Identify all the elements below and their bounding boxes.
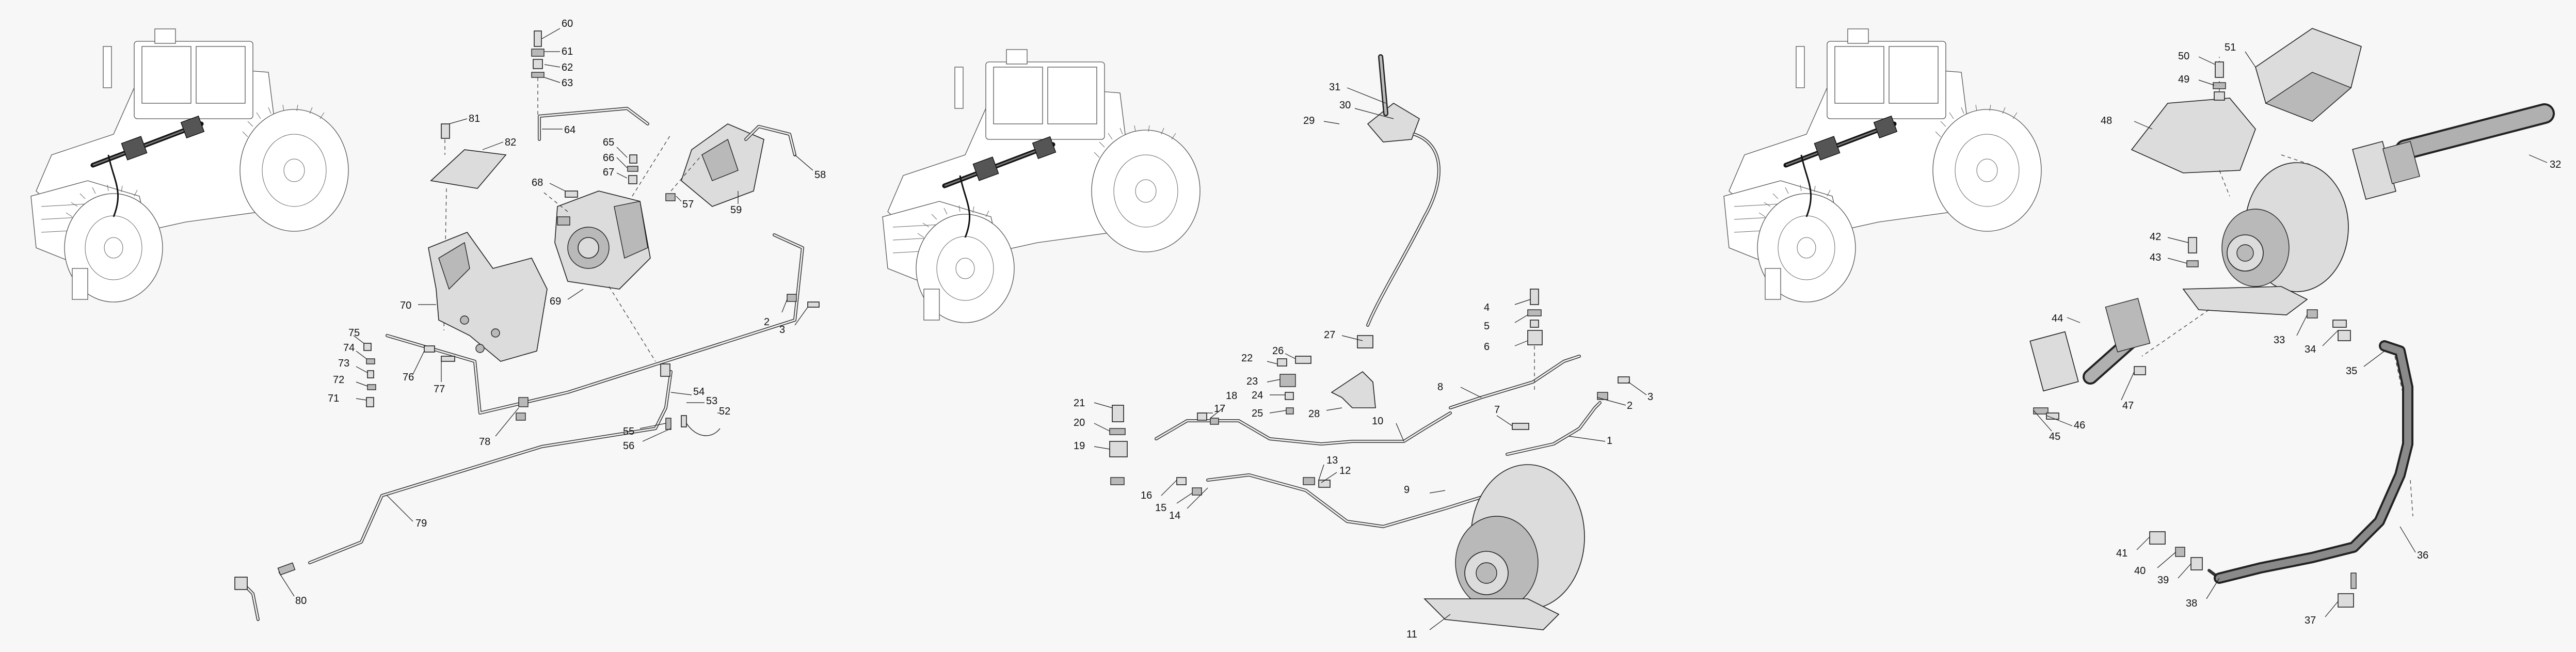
- callout-56: 56: [623, 440, 634, 452]
- callout-13: 13: [1326, 455, 1338, 466]
- callout-16: 16: [1141, 490, 1152, 501]
- callout-39: 39: [2157, 575, 2169, 586]
- callout-21: 21: [1074, 397, 1085, 409]
- callout-18: 18: [1226, 390, 1237, 402]
- callouts-middle: 31 30 29 27 26 22 23 24 25 28 21 20 19 1…: [1074, 82, 1653, 640]
- callout-19: 19: [1074, 440, 1085, 452]
- callout-81: 81: [469, 113, 480, 124]
- panel-right: 50 49 51 48 32 42 43 44 33 34 35 46 45 4…: [1724, 28, 2561, 626]
- callout-66: 66: [603, 152, 614, 164]
- callout-53: 53: [706, 395, 717, 407]
- callout-68: 68: [532, 177, 543, 188]
- panel-left: 60 61 62 63 64 81 82 65 66 67 68 57 58 5…: [31, 18, 826, 621]
- callout-78: 78: [479, 436, 490, 448]
- callout-63: 63: [562, 77, 573, 89]
- callout-59: 59: [730, 204, 742, 216]
- callout-74: 74: [343, 342, 355, 354]
- callout-75: 75: [348, 327, 360, 339]
- callout-29: 29: [1303, 115, 1315, 126]
- callout-62: 62: [562, 62, 573, 73]
- callout-10: 10: [1372, 416, 1383, 427]
- callout-2: 2: [1627, 400, 1633, 411]
- callout-49: 49: [2178, 74, 2189, 85]
- callouts-right: 50 49 51 48 32 42 43 44 33 34 35 46 45 4…: [2033, 42, 2561, 626]
- callout-17: 17: [1214, 403, 1225, 415]
- callout-55: 55: [623, 426, 634, 437]
- callout-4: 4: [1484, 302, 1490, 313]
- callout-58: 58: [814, 169, 826, 181]
- callout-65: 65: [603, 137, 614, 148]
- callout-79: 79: [415, 518, 427, 529]
- callout-80: 80: [295, 595, 307, 607]
- panel-middle: 31 30 29 27 26 22 23 24 25 28 21 20 19 1…: [883, 50, 1653, 640]
- callout-70: 70: [400, 300, 411, 311]
- callout-82: 82: [505, 137, 516, 148]
- callout-77: 77: [434, 384, 445, 395]
- callout-67: 67: [603, 167, 614, 178]
- callout-6: 6: [1484, 341, 1490, 353]
- callout-36: 36: [2417, 550, 2428, 561]
- callout-32: 32: [2550, 159, 2561, 170]
- callout-76: 76: [403, 372, 414, 383]
- callout-37: 37: [2305, 615, 2316, 626]
- callout-41: 41: [2116, 548, 2127, 559]
- callout-11: 11: [1406, 629, 1417, 640]
- callout-5: 5: [1484, 321, 1490, 332]
- callout-40: 40: [2134, 565, 2146, 577]
- callout-33: 33: [2274, 335, 2285, 346]
- callout-14: 14: [1169, 510, 1180, 521]
- callout-7: 7: [1494, 404, 1500, 416]
- callout-64: 64: [564, 124, 575, 136]
- callout-26: 26: [1272, 345, 1284, 357]
- callout-15: 15: [1155, 502, 1166, 514]
- callout-50: 50: [2178, 51, 2189, 62]
- callout-61: 61: [562, 46, 573, 57]
- callout-57: 57: [682, 199, 694, 210]
- callout-20: 20: [1074, 417, 1085, 428]
- callout-23: 23: [1246, 376, 1258, 387]
- callout-9: 9: [1404, 484, 1410, 496]
- callout-35: 35: [2346, 365, 2357, 377]
- callout-24: 24: [1252, 390, 1263, 401]
- callout-2: 2: [764, 316, 770, 328]
- callout-42: 42: [2150, 231, 2161, 243]
- callout-8: 8: [1437, 381, 1443, 393]
- callout-45: 45: [2049, 431, 2060, 442]
- callout-25: 25: [1252, 408, 1263, 419]
- callout-46: 46: [2074, 420, 2085, 431]
- callout-44: 44: [2052, 313, 2063, 324]
- callout-71: 71: [328, 393, 339, 404]
- callout-3: 3: [779, 324, 785, 336]
- callout-31: 31: [1329, 82, 1340, 93]
- callout-48: 48: [2101, 115, 2112, 126]
- callout-34: 34: [2305, 344, 2316, 355]
- callout-69: 69: [550, 296, 561, 307]
- callout-1: 1: [1607, 435, 1612, 447]
- callout-38: 38: [2186, 598, 2197, 609]
- callout-30: 30: [1339, 100, 1351, 111]
- callout-3: 3: [1647, 391, 1653, 403]
- callout-72: 72: [333, 374, 344, 386]
- callout-28: 28: [1308, 408, 1320, 420]
- callout-54: 54: [693, 386, 705, 397]
- callout-60: 60: [562, 18, 573, 29]
- callout-73: 73: [338, 358, 349, 369]
- callout-47: 47: [2122, 400, 2134, 411]
- callout-22: 22: [1241, 353, 1253, 364]
- callout-43: 43: [2150, 252, 2161, 263]
- callouts-left: 60 61 62 63 64 81 82 65 66 67 68 57 58 5…: [278, 18, 826, 607]
- callout-51: 51: [2225, 42, 2236, 53]
- callout-27: 27: [1324, 329, 1335, 341]
- callout-52: 52: [719, 406, 730, 417]
- callout-12: 12: [1339, 465, 1351, 476]
